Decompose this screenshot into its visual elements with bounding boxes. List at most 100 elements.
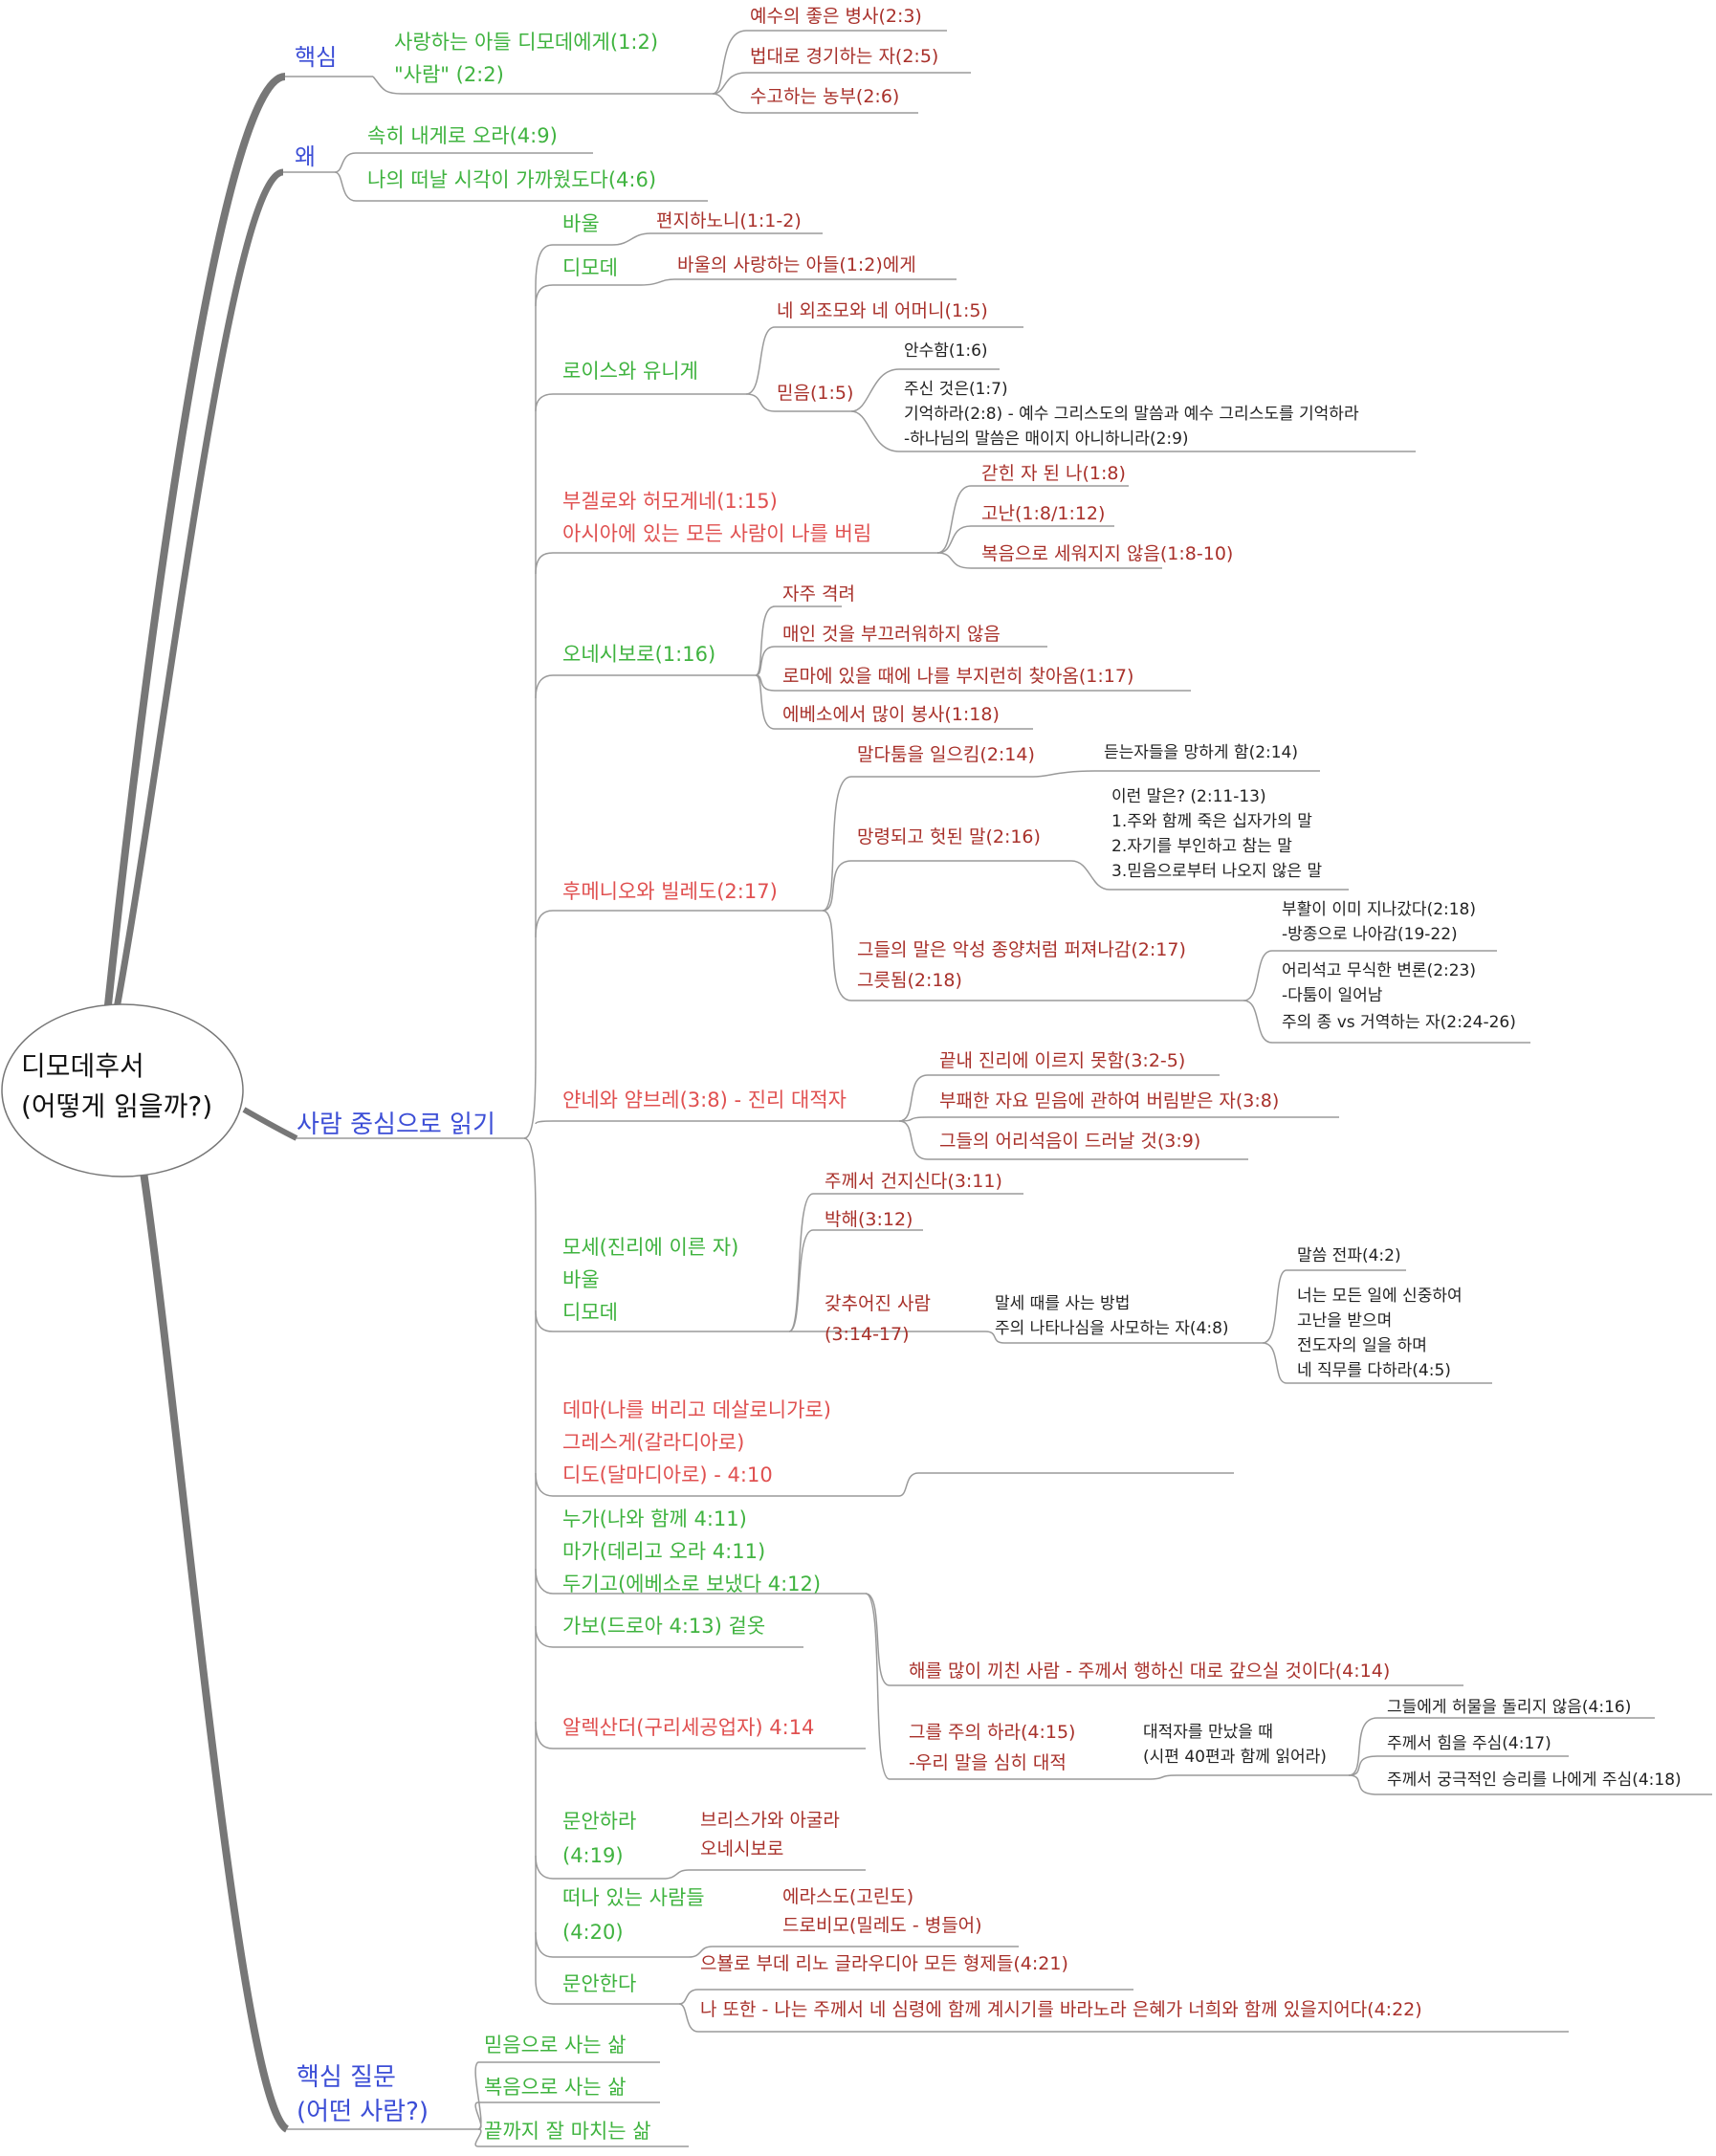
hymenaeus-q3-detail: -다툼이 일어남: [1282, 986, 1383, 1005]
hymenaeus-q3-detail: 부활이 이미 지나갔다(2:18): [1282, 900, 1477, 919]
question-item: 믿음으로 사는 삶: [484, 2034, 627, 2057]
hymenaeus-q1: 말다툼을 일으킴(2:14): [857, 744, 1035, 765]
alexander-item: -우리 말을 심히 대적: [909, 1752, 1067, 1773]
node-luke: 마가(데리고 오라 4:11): [562, 1540, 766, 1563]
phygelus-item: 복음으로 세워지지 않음(1:8-10): [981, 543, 1234, 564]
hymenaeus-q3: 그릇됨(2:18): [857, 970, 962, 991]
hymenaeus-q2-detail: 이런 말은? (2:11-13): [1111, 787, 1266, 806]
hymenaeus-q3-detail: 어리석고 무식한 변론(2:23): [1282, 961, 1477, 980]
onesiphorus-item: 자주 격려: [782, 583, 855, 605]
greet1-item: 브리스가와 아굴라: [700, 1810, 840, 1831]
root-title: 디모데후서 (어떻게 읽을까?): [21, 1046, 212, 1127]
moses-detail: 고난을 받으며: [1297, 1311, 1393, 1331]
alexander-item: 해를 많이 끼친 사람 - 주께서 행하신 대로 갚으실 것이다(4:14): [909, 1661, 1391, 1682]
why-item: 나의 떠날 시각이 가까웠도다(4:6): [367, 168, 657, 191]
node-jannes: 얀네와 얌브레(3:8) - 진리 대적자: [562, 1089, 847, 1111]
alexander-detail: 주께서 힘을 주심(4:17): [1387, 1734, 1551, 1753]
node-greet1: 문안하라: [562, 1810, 637, 1833]
question-item: 끝까지 잘 마치는 삶: [484, 2120, 651, 2143]
node-phygelus: 아시아에 있는 모든 사람이 나를 버림: [562, 522, 872, 545]
core-sub1: 사랑하는 아들 디모데에게(1:2): [394, 31, 659, 54]
node-greet1: (4:19): [562, 1844, 624, 1867]
node-hymenaeus: 후메니오와 빌레도(2:17): [562, 880, 778, 903]
phygelus-item: 고난(1:8/1:12): [981, 503, 1106, 524]
core-sub2: "사람" (2:2): [394, 63, 504, 86]
moses-item: 박해(3:12): [825, 1209, 913, 1230]
moses-item: 갖추어진 사람: [825, 1293, 931, 1314]
node-onesiphorus: 오네시보로(1:16): [562, 643, 716, 666]
node-demas: 그레스게(갈라디아로): [562, 1431, 745, 1454]
phygelus-item: 갇힌 자 된 나(1:8): [981, 463, 1126, 484]
hymenaeus-q3: 그들의 말은 악성 종양처럼 퍼져나감(2:17): [857, 939, 1186, 960]
node-moses: 디모데: [562, 1301, 618, 1324]
greet3-item: 으뵬로 부데 리노 글라우디아 모든 형제들(4:21): [700, 1953, 1068, 1974]
branch-question: (어떤 사람?): [297, 2098, 429, 2126]
faith-item: -하나님의 말씀은 매이지 아니하니라(2:9): [904, 429, 1189, 449]
root-title-line1: 디모데후서: [21, 1050, 144, 1082]
hymenaeus-q2-detail: 3.믿음으로부터 나오지 않은 말: [1111, 862, 1323, 881]
moses-item: 주께서 건지신다(3:11): [825, 1171, 1002, 1192]
node-moses: 바울: [562, 1268, 600, 1291]
jannes-item: 부패한 자요 믿음에 관하여 버림받은 자(3:8): [939, 1090, 1280, 1111]
alexander-detail: 대적자를 만났을 때: [1143, 1723, 1273, 1742]
lois-item: 네 외조모와 네 어머니(1:5): [777, 300, 988, 321]
node-carpus: 가보(드로아 4:13) 겉옷: [562, 1615, 766, 1638]
node-greet3: 문안한다: [562, 1972, 637, 1995]
jannes-item: 그들의 어리석음이 드러날 것(3:9): [939, 1131, 1201, 1152]
faith-item: 안수함(1:6): [904, 341, 988, 361]
branch-why: 왜: [295, 143, 317, 170]
moses-detail: 주의 나타나심을 사모하는 자(4:8): [995, 1319, 1229, 1338]
node-luke: 누가(나와 함께 4:11): [562, 1507, 747, 1530]
node-greet2: 떠나 있는 사람들: [562, 1886, 705, 1909]
node-moses: 모세(진리에 이른 자): [562, 1236, 739, 1259]
paul-item: 편지하노니(1:1-2): [656, 210, 802, 231]
hymenaeus-q1-detail: 듣는자들을 망하게 함(2:14): [1104, 743, 1299, 762]
greet2-item: 드로비모(밀레도 - 병들어): [782, 1915, 982, 1936]
node-alexander: 알렉산더(구리세공업자) 4:14: [562, 1716, 815, 1739]
node-paul: 바울: [562, 212, 600, 235]
greet2-item: 에라스도(고린도): [782, 1886, 914, 1907]
branch-core: 핵심: [295, 44, 338, 71]
branch-people: 사람 중심으로 읽기: [297, 1111, 495, 1139]
node-greet2: (4:20): [562, 1921, 624, 1944]
hymenaeus-q3-detail: -방종으로 나아감(19-22): [1282, 925, 1458, 944]
jannes-item: 끝내 진리에 이르지 못함(3:2-5): [939, 1050, 1186, 1071]
onesiphorus-item: 로마에 있을 때에 나를 부지런히 찾아옴(1:17): [782, 666, 1134, 687]
node-demas: 데마(나를 버리고 데살로니가로): [562, 1398, 831, 1421]
onesiphorus-item: 에베소에서 많이 봉사(1:18): [782, 704, 1000, 725]
node-phygelus: 부겔로와 허모게네(1:15): [562, 490, 778, 513]
moses-detail: 말씀 전파(4:2): [1297, 1246, 1401, 1265]
hymenaeus-q2-detail: 2.자기를 부인하고 참는 말: [1111, 837, 1292, 856]
greet3-item: 나 또한 - 나는 주께서 네 심령에 함께 계시기를 바라노라 은혜가 너희와…: [700, 1999, 1422, 2020]
root-node: [1, 1003, 244, 1177]
alexander-detail: (시편 40편과 함께 읽어라): [1143, 1748, 1327, 1767]
hymenaeus-q2: 망령되고 헛된 말(2:16): [857, 826, 1041, 847]
core-item: 법대로 경기하는 자(2:5): [750, 46, 939, 67]
moses-item: (3:14-17): [825, 1324, 910, 1345]
alexander-item: 그를 주의 하라(4:15): [909, 1722, 1076, 1743]
onesiphorus-item: 매인 것을 부끄러워하지 않음: [782, 624, 1001, 645]
node-demas: 디도(달마디아로) - 4:10: [562, 1463, 773, 1486]
moses-detail: 네 직무를 다하라(4:5): [1297, 1361, 1451, 1380]
lois-faith: 믿음(1:5): [777, 383, 854, 404]
alexander-detail: 그들에게 허물을 돌리지 않음(4:16): [1387, 1698, 1632, 1717]
moses-detail: 너는 모든 일에 신중하여: [1297, 1287, 1463, 1306]
alexander-detail: 주께서 궁극적인 승리를 나에게 주심(4:18): [1387, 1771, 1682, 1790]
core-item: 예수의 좋은 병사(2:3): [750, 6, 922, 27]
hymenaeus-q2-detail: 1.주와 함께 죽은 십자가의 말: [1111, 812, 1312, 831]
faith-item: 기억하라(2:8) - 예수 그리스도의 말씀과 예수 그리스도를 기억하라: [904, 405, 1359, 424]
node-luke: 두기고(에베소로 보냈다 4:12): [562, 1573, 822, 1595]
root-title-line2: (어떻게 읽을까?): [21, 1090, 213, 1122]
moses-detail: 전도자의 일을 하며: [1297, 1336, 1427, 1355]
moses-detail: 말세 때를 사는 방법: [995, 1294, 1131, 1313]
question-item: 복음으로 사는 삶: [484, 2076, 627, 2099]
hymenaeus-q3-detail: 주의 종 vs 거역하는 자(2:24-26): [1282, 1013, 1516, 1032]
node-timothy: 디모데: [562, 256, 618, 279]
core-item: 수고하는 농부(2:6): [750, 86, 900, 107]
node-lois: 로이스와 유니게: [562, 360, 698, 383]
branch-question: 핵심 질문: [297, 2063, 396, 2092]
faith-item: 주신 것은(1:7): [904, 380, 1008, 399]
why-item: 속히 내게로 오라(4:9): [367, 124, 558, 147]
